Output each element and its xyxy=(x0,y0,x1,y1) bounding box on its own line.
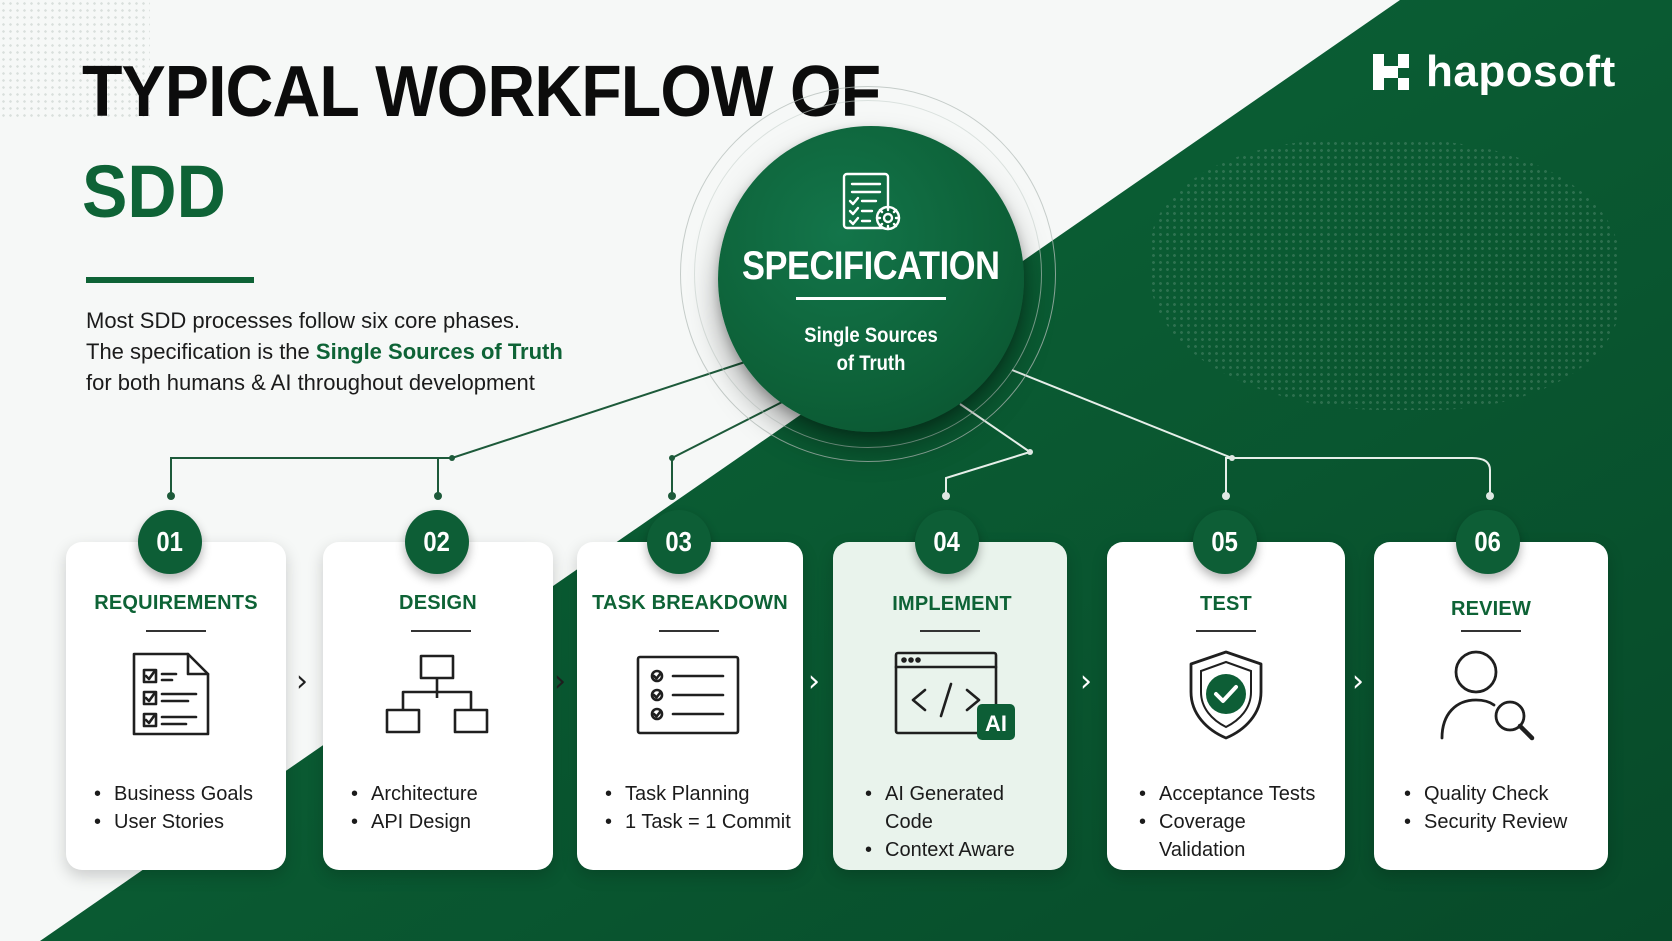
hub-subtitle: Single Sources of Truth xyxy=(804,324,938,375)
list-item: Context Aware xyxy=(863,836,1053,864)
brand-logo[interactable]: haposoft xyxy=(1370,44,1616,100)
intro-highlight: Single Sources of Truth xyxy=(315,339,563,364)
world-map-dots xyxy=(1150,140,1620,410)
hub-divider xyxy=(796,297,946,300)
intro-line-3: for both humans & AI throughout developm… xyxy=(86,370,535,395)
phase-title: DESIGN xyxy=(399,592,477,614)
chevron-right-icon: › xyxy=(808,664,820,699)
list-item: Coverage Validation xyxy=(1137,808,1337,864)
phase-number: 05 xyxy=(1211,526,1239,557)
phase-title: TEST xyxy=(1200,593,1252,615)
phase-card-requirements[interactable]: 01 REQUIREMENTS Business Goals User Stor… xyxy=(66,510,286,870)
phase-card-test[interactable]: 05 TEST Acceptance Tests Coverage Valida… xyxy=(1107,510,1345,870)
list-item: API Design xyxy=(349,808,478,836)
phase-title: REVIEW xyxy=(1450,598,1532,620)
phase-number-badge: 05 xyxy=(1193,510,1257,574)
chevron-right-icon: › xyxy=(554,664,566,699)
hub-outer-ring xyxy=(680,86,1056,462)
list-item: 1 Task = 1 Commit xyxy=(603,808,791,836)
phase-card-task-breakdown[interactable]: 03 TASK BREAKDOWN Task Planning 1 Task =… xyxy=(577,510,803,870)
user-search-icon xyxy=(1440,650,1535,741)
phase-bullets: Architecture API Design xyxy=(349,780,478,836)
phase-bullets: Quality Check Security Review xyxy=(1402,780,1602,836)
task-list-icon xyxy=(636,655,740,735)
phase-title: REQUIREMENTS xyxy=(94,592,258,614)
page-title: TYPICAL WORKFLOW OF xyxy=(82,52,881,132)
phase-title-rule xyxy=(659,630,719,632)
dot-pattern xyxy=(0,0,150,120)
chevron-right-icon: › xyxy=(1080,664,1092,699)
intro-line-2-text: The specification is the xyxy=(86,339,316,364)
intro-line-1: Most SDD processes follow six core phase… xyxy=(86,308,521,333)
hub-title: SPECIFICATION xyxy=(742,244,1000,288)
page-title-highlight: SDD xyxy=(82,150,226,233)
list-item: Architecture xyxy=(349,780,478,808)
haposoft-h-mark-icon xyxy=(1373,54,1409,90)
phase-title-rule xyxy=(411,630,471,632)
phase-bullets: Business Goals User Stories xyxy=(92,780,253,836)
phase-bullets: Task Planning 1 Task = 1 Commit xyxy=(603,780,791,836)
checklist-document-icon xyxy=(132,652,210,736)
phase-title: TASK BREAKDOWN xyxy=(592,592,788,614)
chevron-right-icon: › xyxy=(296,664,308,699)
hub-inner-ring xyxy=(694,100,1042,448)
phase-card-design[interactable]: 02 DESIGN Architecture API Design xyxy=(323,510,553,870)
phase-number: 04 xyxy=(933,526,961,557)
phase-number-badge: 03 xyxy=(647,510,711,574)
phase-number-badge: 01 xyxy=(138,510,202,574)
list-item: Task Planning xyxy=(603,780,791,808)
shield-check-icon xyxy=(1189,650,1263,740)
phase-number: 01 xyxy=(156,526,184,557)
phase-title: IMPLEMENT xyxy=(892,593,1012,615)
phase-number: 02 xyxy=(423,526,451,557)
phase-title-rule xyxy=(1461,630,1521,632)
phase-bullets: Acceptance Tests Coverage Validation xyxy=(1137,780,1337,864)
code-window-ai-icon: AI xyxy=(894,651,1015,740)
list-item: Acceptance Tests xyxy=(1137,780,1337,808)
phase-number: 03 xyxy=(665,526,693,557)
phase-title-rule xyxy=(1196,630,1256,632)
list-item: Security Review xyxy=(1402,808,1602,836)
list-item: AI Generated Code xyxy=(863,780,1053,836)
specification-hub[interactable]: SPECIFICATION Single Sources of Truth xyxy=(718,126,1024,432)
brand-name: haposoft xyxy=(1426,47,1616,96)
list-item: User Stories xyxy=(92,808,253,836)
title-underline xyxy=(86,277,254,283)
phase-number-badge: 06 xyxy=(1456,510,1520,574)
phase-number: 06 xyxy=(1474,526,1502,557)
phase-card-implement[interactable]: 04 IMPLEMENT AI AI Generated Code Contex… xyxy=(833,510,1067,870)
list-item: Quality Check xyxy=(1402,780,1602,808)
phase-number-badge: 02 xyxy=(405,510,469,574)
ai-label: AI xyxy=(985,711,1007,736)
intro-text: Most SDD processes follow six core phase… xyxy=(86,305,646,398)
phase-title-rule xyxy=(146,630,206,632)
chevron-right-icon: › xyxy=(1352,664,1364,699)
document-gear-icon xyxy=(842,172,901,231)
phase-card-review[interactable]: 06 REVIEW Quality Check Security Review xyxy=(1374,510,1608,870)
hierarchy-diagram-icon xyxy=(385,654,489,734)
list-item: Business Goals xyxy=(92,780,253,808)
phase-title-rule xyxy=(920,630,980,632)
intro-line-2: The specification is the Single Sources … xyxy=(86,336,646,367)
phase-bullets: AI Generated Code Context Aware xyxy=(863,780,1053,864)
phase-number-badge: 04 xyxy=(915,510,979,574)
